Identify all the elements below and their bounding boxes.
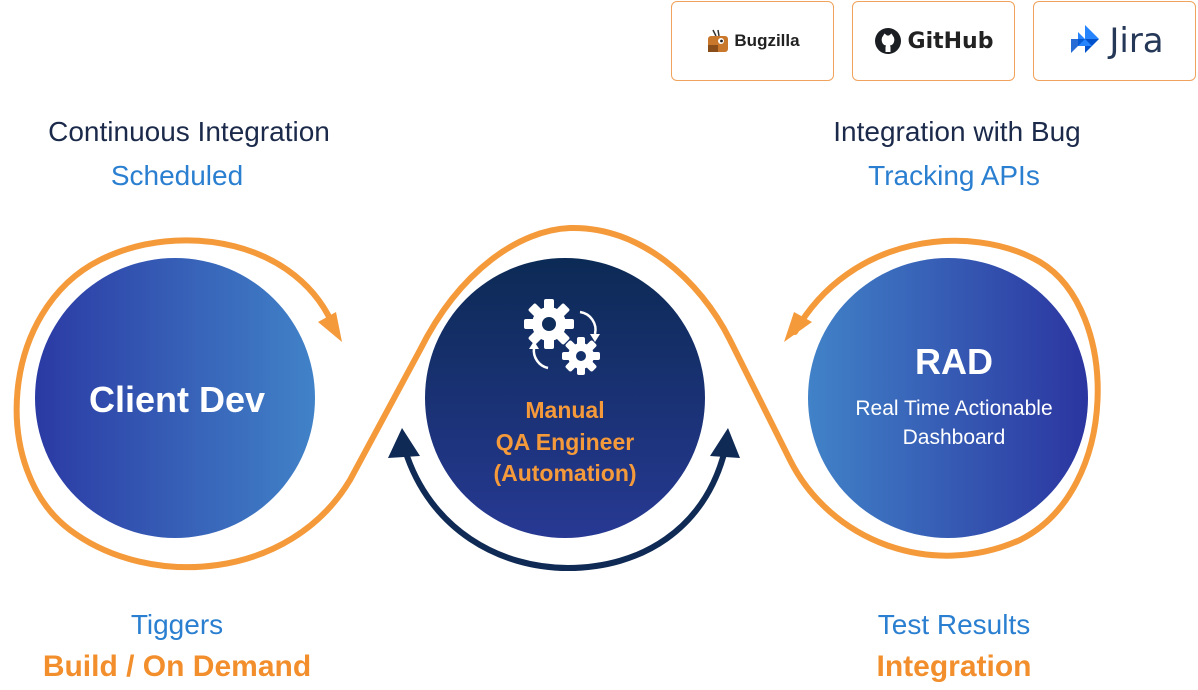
flow-path: [13, 224, 1101, 571]
qa-engineer-node: [425, 258, 705, 538]
return-arc: [402, 447, 728, 572]
top-left-caption-line1: Continuous Integration: [48, 116, 330, 147]
bottom-right-caption-line1: Test Results: [877, 609, 1031, 640]
rad-subtitle-line2: Dashboard: [903, 426, 1006, 449]
right-orange-arrowhead: [784, 312, 812, 342]
github-logo-text: GitHub: [907, 28, 994, 54]
bugzilla-logo-box: Bugzilla: [671, 1, 834, 81]
left-navy-arrowhead: [388, 428, 420, 458]
rad-subtitle-line1: Real Time Actionable: [855, 397, 1052, 420]
rad-title: RAD: [915, 341, 993, 382]
bottom-left-caption-line1: Tiggers: [130, 609, 224, 640]
jira-logo-box: Jira: [1033, 1, 1196, 81]
github-icon: [874, 28, 901, 54]
top-right-caption-line1: Integration with Bug: [833, 116, 1081, 147]
jira-logo-text: Jira: [1109, 21, 1164, 61]
bugzilla-logo-text: Bugzilla: [734, 31, 800, 50]
jira-icon: [1071, 25, 1100, 53]
bugzilla-icon: [708, 29, 729, 52]
top-left-caption-line2: Scheduled: [110, 160, 244, 191]
qa-line1: Manual: [525, 397, 604, 423]
rad-node: [808, 258, 1088, 538]
client-dev-title: Client Dev: [89, 379, 265, 420]
left-orange-arrowhead: [318, 312, 342, 342]
bottom-left-caption-line2: Build / On Demand: [42, 650, 312, 683]
gears-icon: [524, 299, 600, 375]
qa-line2: QA Engineer: [496, 429, 634, 455]
github-logo-box: GitHub: [852, 1, 1015, 81]
client-dev-node: [35, 258, 315, 538]
top-right-caption-line2: Tracking APIs: [868, 160, 1040, 191]
bottom-right-caption-line2: Integration: [876, 650, 1032, 683]
qa-line3: (Automation): [493, 460, 636, 486]
right-navy-arrowhead: [710, 428, 740, 458]
